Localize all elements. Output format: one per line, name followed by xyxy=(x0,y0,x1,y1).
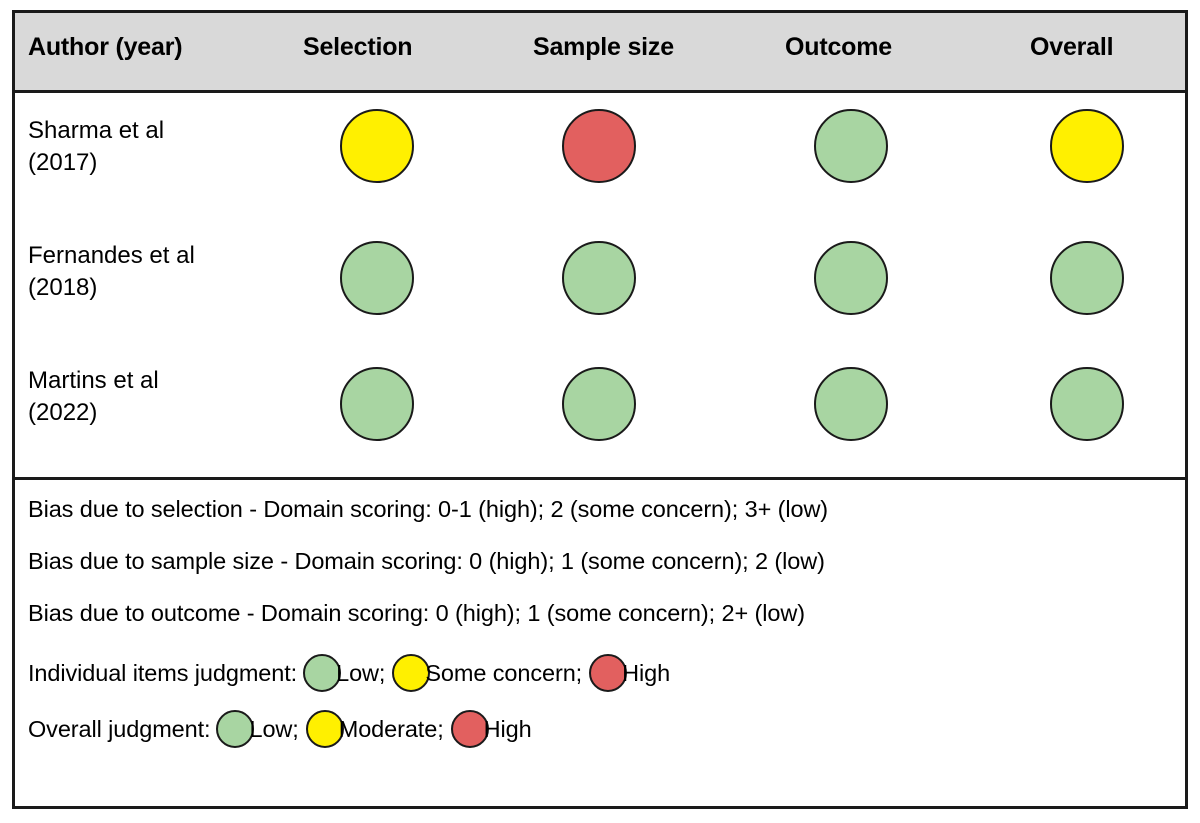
risk-of-bias-table: Author (year) Selection Sample size Outc… xyxy=(12,10,1188,809)
legend-dot-low xyxy=(216,710,255,748)
judgement-circle-outcome xyxy=(814,109,888,183)
scoring-note-text: Bias due to sample size - Domain scoring… xyxy=(28,548,825,574)
legend-label-high: High xyxy=(483,715,532,742)
column-header-outcome: Outcome xyxy=(785,33,892,61)
scoring-note-selection: Bias due to selection - Domain scoring: … xyxy=(28,496,828,523)
study-label: Sharma et al (2017) xyxy=(28,117,165,176)
judgement-circle-overall xyxy=(1050,367,1124,441)
legend-label-high: High xyxy=(622,659,671,686)
judgement-circle-outcome xyxy=(814,367,888,441)
legend-dot-some-concern xyxy=(392,654,431,692)
judgement-circle-selection xyxy=(340,367,414,441)
scoring-note-text: Bias due to outcome - Domain scoring: 0 … xyxy=(28,600,805,626)
judgement-circle-overall xyxy=(1050,241,1124,315)
column-header-author: Author (year) xyxy=(28,33,183,61)
table-row: Sharma et al (2017) xyxy=(15,93,1185,218)
table-body: Sharma et al (2017) Fernandes et al (201… xyxy=(15,93,1185,480)
legend-overall-label: Overall judgment: xyxy=(28,715,211,742)
legend-dot-moderate xyxy=(305,710,344,748)
column-header-overall: Overall xyxy=(1030,33,1114,61)
legend-label-low: Low; xyxy=(249,715,299,742)
legend-dot-high xyxy=(450,710,489,748)
legend-individual-label: Individual items judgment: xyxy=(28,659,298,686)
column-header-selection: Selection xyxy=(303,33,413,61)
study-label: Martins et al (2022) xyxy=(28,367,159,426)
scoring-note-text: Bias due to selection - Domain scoring: … xyxy=(28,496,829,522)
scoring-note-outcome: Bias due to outcome - Domain scoring: 0 … xyxy=(28,600,805,627)
column-header-sample-size: Sample size xyxy=(533,33,674,61)
judgement-circle-sample-size xyxy=(562,109,636,183)
scoring-note-sample-size: Bias due to sample size - Domain scoring… xyxy=(28,548,825,575)
table-header-row: Author (year) Selection Sample size Outc… xyxy=(15,13,1185,93)
legend-label-moderate: Moderate; xyxy=(338,715,444,742)
judgement-circle-outcome xyxy=(814,241,888,315)
judgement-circle-sample-size xyxy=(562,241,636,315)
legend-individual-items: Individual items judgment: Low; Some con… xyxy=(28,654,677,692)
legend-dot-low xyxy=(303,654,342,692)
legend-dot-high xyxy=(589,654,628,692)
legend-label-low: Low; xyxy=(336,659,386,686)
legend-overall-judgment: Overall judgment: Low; Moderate; High xyxy=(28,710,539,748)
judgement-circle-overall xyxy=(1050,109,1124,183)
study-label: Fernandes et al (2018) xyxy=(28,242,195,301)
table-row: Martins et al (2022) xyxy=(15,343,1185,468)
judgement-circle-selection xyxy=(340,241,414,315)
table-row: Fernandes et al (2018) xyxy=(15,218,1185,343)
legend-label-some-concern: Some concern; xyxy=(425,659,583,686)
judgement-circle-sample-size xyxy=(562,367,636,441)
judgement-circle-selection xyxy=(340,109,414,183)
legend-block: Bias due to selection - Domain scoring: … xyxy=(15,480,1185,806)
